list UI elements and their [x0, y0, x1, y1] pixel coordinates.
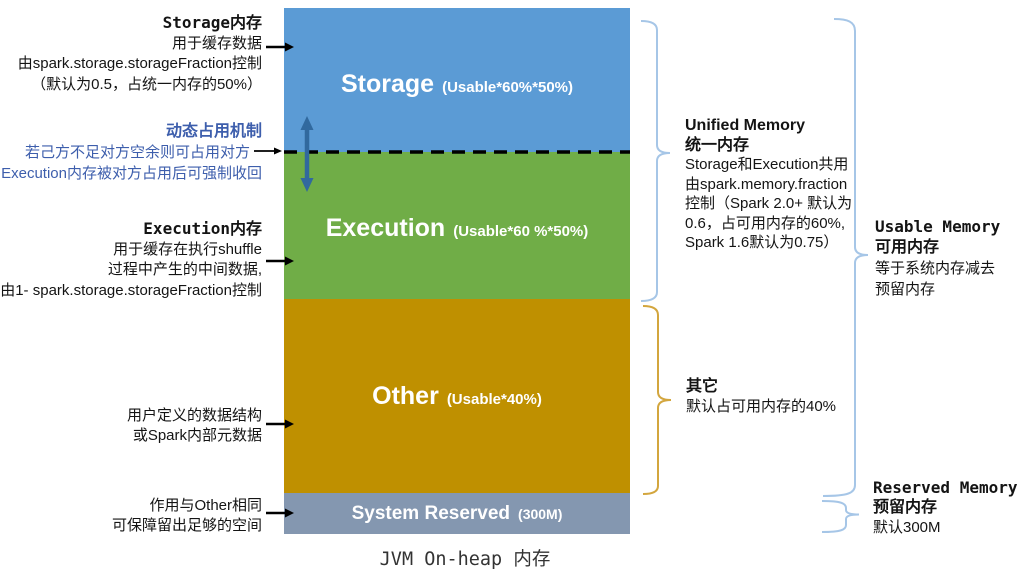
- unified-memory-line: Storage和Execution共用: [685, 156, 849, 173]
- unified-memory-title-zh: 统一内存: [685, 136, 750, 154]
- execution-annotation-arrow: [266, 256, 294, 266]
- execution-annotation-line: 由1- spark.storage.storageFraction控制: [0, 281, 262, 299]
- unified-memory-line: 0.6，占可用内存的60%,: [685, 214, 846, 232]
- other-right-line: 默认占可用内存的40%: [686, 397, 837, 415]
- usable-memory-title-zh: 可用内存: [875, 239, 940, 256]
- usable-memory-annotation: Usable Memory 可用内存 等于系统内存减去 预留内存: [875, 216, 1000, 300]
- reserved-annotation-line: 作用与Other相同: [149, 497, 262, 514]
- other-section-detail: (Usable*40%): [446, 390, 542, 408]
- bar-section-storage: Storage (Usable*60%*50%): [284, 8, 630, 152]
- reserved-annotation-arrow: [266, 508, 294, 518]
- storage-annotation-arrow: [266, 42, 294, 52]
- reserved-memory-brace: [821, 500, 860, 533]
- other-annotation-line: 用户定义的数据结构: [126, 407, 262, 424]
- system-reserved-section-detail: (300M): [518, 505, 563, 522]
- storage-annotation-line: 用于缓存数据: [171, 34, 262, 52]
- reserved-memory-line: 默认300M: [873, 519, 941, 536]
- storage-annotation: Storage内存 用于缓存数据 由spark.storage.storageF…: [18, 13, 262, 95]
- execution-annotation-line: 用于缓存在执行shuffle: [113, 240, 262, 258]
- unified-memory-brace: [640, 20, 671, 302]
- bar-section-other: Other (Usable*40%): [284, 299, 630, 493]
- unified-memory-line: 控制（Spark 2.0+ 默认为: [685, 195, 853, 212]
- other-right-annotation: 其它 默认占可用内存的40%: [686, 377, 836, 416]
- execution-annotation-title: Execution内存: [143, 219, 262, 238]
- reserved-memory-title-en: Reserved Memory: [873, 478, 1018, 497]
- other-annotation-line: 或Spark内部元数据: [132, 426, 262, 444]
- usable-memory-line: 等于系统内存减去: [875, 260, 996, 277]
- dynamic-borrow-double-arrow: [300, 116, 314, 192]
- unified-memory-title-en: Unified Memory: [685, 117, 806, 134]
- bar-section-system-reserved: System Reserved (300M): [284, 493, 630, 534]
- storage-section-detail: (Usable*60%*50%): [442, 78, 573, 96]
- usable-memory-title-en: Usable Memory: [875, 217, 1001, 236]
- execution-section-detail: (Usable*60 %*50%): [453, 222, 589, 240]
- unified-memory-line: 由spark.memory.fraction: [685, 175, 848, 193]
- reserved-annotation: 作用与Other相同 可保障留出足够的空间: [112, 496, 262, 535]
- usable-memory-brace: [822, 18, 869, 497]
- execution-annotation: Execution内存 用于缓存在执行shuffle 过程中产生的中间数据, 由…: [0, 219, 262, 301]
- other-right-title: 其它: [686, 378, 719, 395]
- execution-annotation-line: 过程中产生的中间数据,: [107, 261, 262, 278]
- dynamic-occupancy-line: 若己方不足对方空余则可占用对方: [24, 144, 250, 161]
- other-annotation: 用户定义的数据结构 或Spark内部元数据: [127, 406, 262, 445]
- reserved-memory-annotation: Reserved Memory 预留内存 默认300M: [873, 478, 1018, 538]
- dynamic-occupancy-line: Execution内存被对方占用后可强制收回: [1, 165, 262, 182]
- unified-memory-line: Spark 1.6默认为0.75）: [685, 234, 839, 251]
- execution-section-label: Execution: [325, 213, 446, 242]
- reserved-annotation-line: 可保障留出足够的空间: [111, 516, 262, 534]
- bar-section-execution: Execution (Usable*60 %*50%): [284, 152, 630, 299]
- other-annotation-arrow: [266, 419, 294, 429]
- system-reserved-section-label: System Reserved: [351, 502, 511, 524]
- usable-memory-line: 预留内存: [875, 281, 936, 298]
- storage-annotation-title: Storage内存: [162, 13, 262, 32]
- storage-annotation-line: 由spark.storage.storageFraction控制: [17, 55, 262, 72]
- dynamic-occupancy-title: 动态占用机制: [165, 123, 262, 140]
- dynamic-occupancy-annotation: 动态占用机制 若己方不足对方空余则可占用对方 Execution内存被对方占用后…: [1, 121, 262, 184]
- other-brace: [642, 305, 672, 495]
- dynamic-annotation-arrow: [254, 147, 282, 155]
- diagram-caption: JVM On-heap 内存: [379, 549, 551, 570]
- reserved-memory-title-zh: 预留内存: [873, 499, 938, 516]
- unified-memory-annotation: Unified Memory 统一内存 Storage和Execution共用 …: [685, 116, 852, 253]
- storage-section-label: Storage: [341, 69, 435, 98]
- other-section-label: Other: [372, 381, 439, 410]
- storage-annotation-line: （默认为0.5，占统一内存的50%）: [31, 75, 262, 93]
